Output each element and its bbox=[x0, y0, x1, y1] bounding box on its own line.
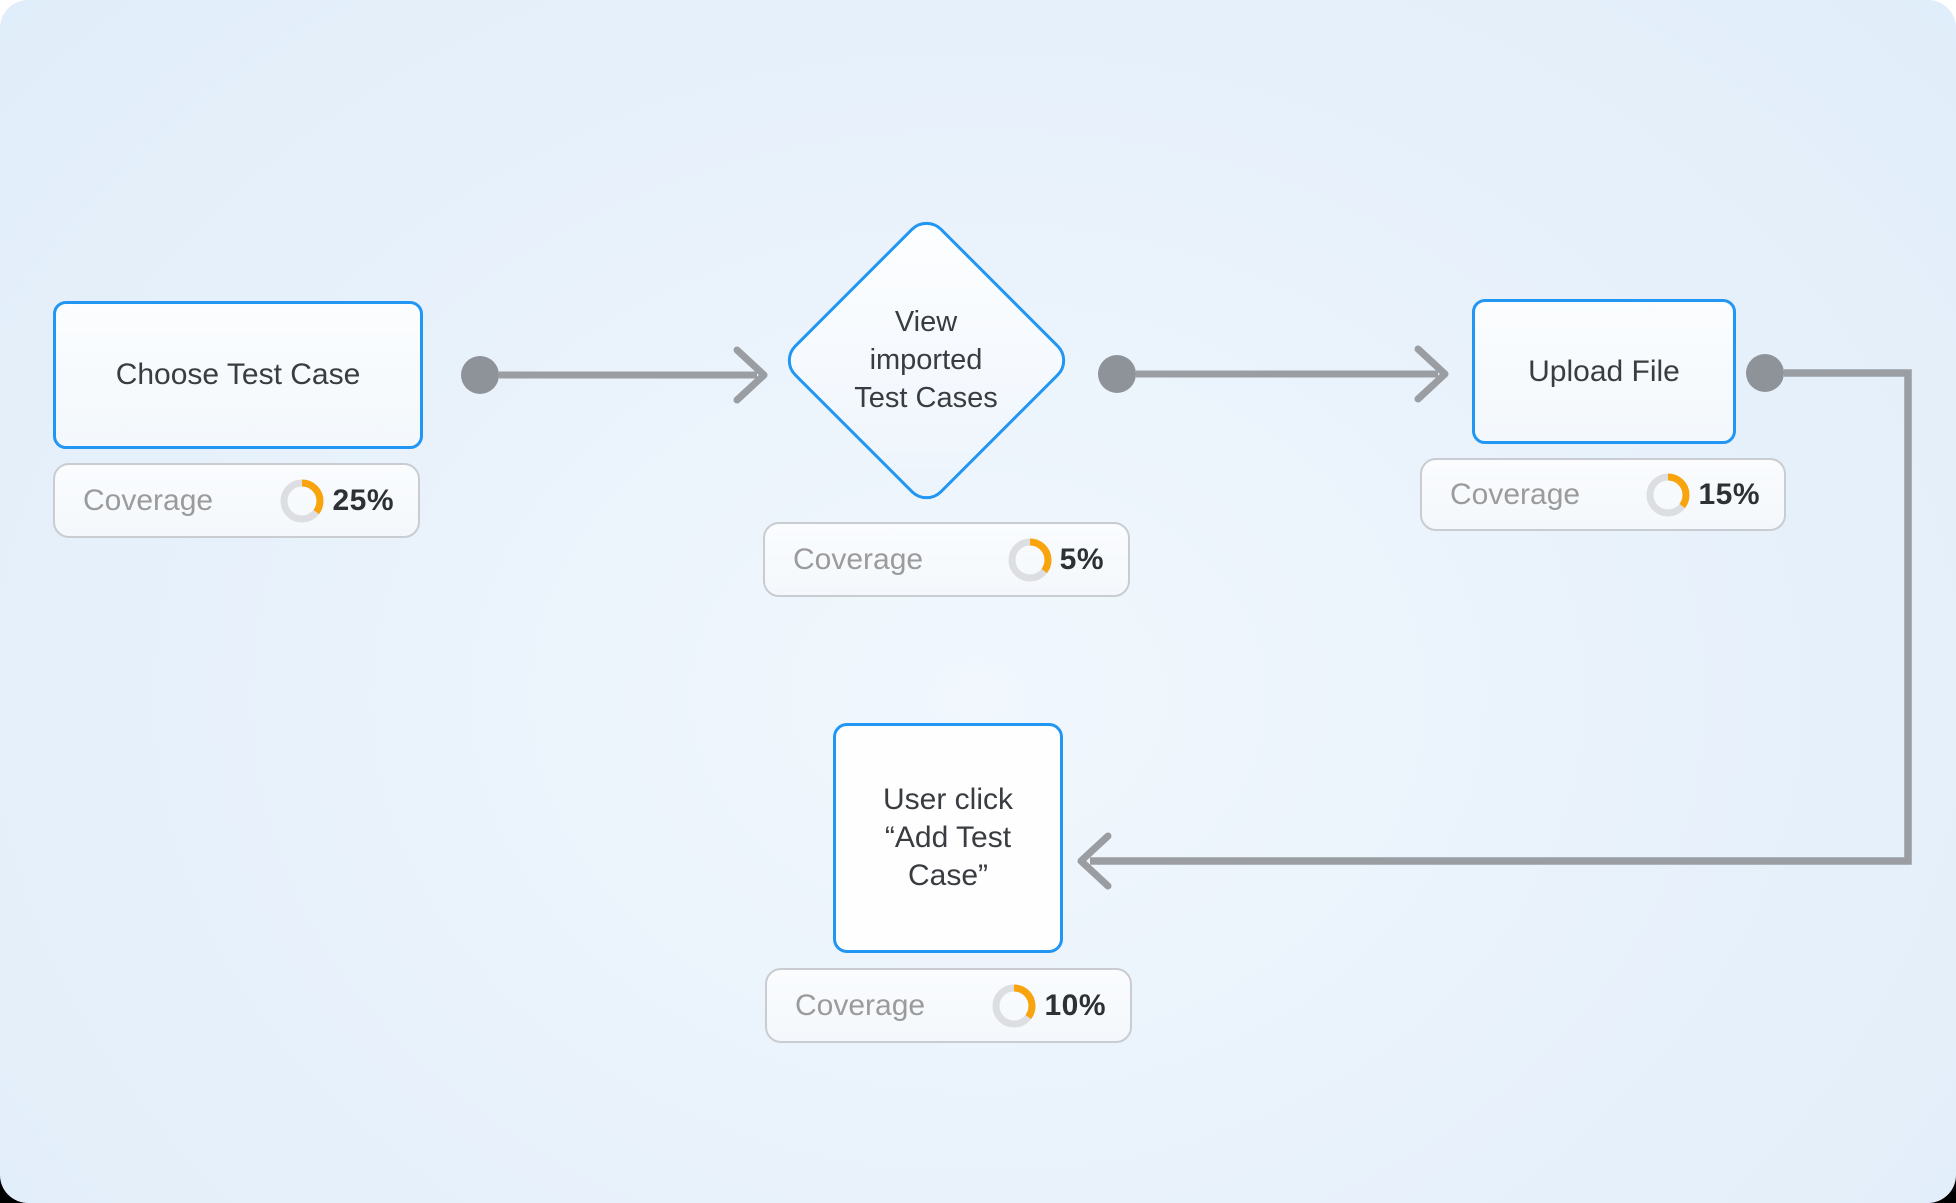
coverage-label: Coverage bbox=[793, 542, 924, 576]
coverage-progress-ring-icon bbox=[1008, 538, 1052, 581]
arrowhead-right-icon bbox=[733, 346, 768, 404]
coverage-progress-ring-icon bbox=[992, 984, 1036, 1027]
coverage-label: Coverage bbox=[795, 988, 926, 1022]
node-label: Choose Test Case bbox=[115, 358, 361, 391]
node-label-line: View bbox=[894, 306, 958, 338]
coverage-value-group: 5% bbox=[1008, 538, 1104, 582]
coverage-label: Coverage bbox=[1450, 477, 1581, 511]
node-label-line: imported bbox=[869, 344, 983, 376]
coverage-badge-choose-test-case: Coverage 25% bbox=[53, 463, 420, 538]
node-upload-file[interactable]: Upload File bbox=[1472, 299, 1736, 444]
node-user-click-add-test-case[interactable]: User click “Add Test Case” bbox=[833, 723, 1063, 953]
coverage-percent: 10% bbox=[1044, 988, 1106, 1022]
coverage-value-group: 10% bbox=[992, 984, 1106, 1028]
coverage-percent: 5% bbox=[1059, 542, 1104, 576]
node-label-line: Case” bbox=[907, 859, 988, 892]
coverage-value-group: 15% bbox=[1646, 473, 1760, 517]
coverage-progress-ring-icon bbox=[1646, 473, 1690, 516]
coverage-value-group: 25% bbox=[280, 479, 394, 523]
edge-upload-to-user-click bbox=[1077, 354, 1912, 890]
edge-choose-to-view bbox=[461, 346, 768, 404]
edge-source-dot bbox=[461, 356, 499, 394]
coverage-percent: 25% bbox=[332, 483, 394, 517]
node-label: View imported Test Cases bbox=[801, 303, 1051, 417]
node-choose-test-case[interactable]: Choose Test Case bbox=[53, 301, 423, 449]
edge-source-dot bbox=[1746, 354, 1784, 392]
coverage-progress-ring-icon bbox=[280, 479, 324, 522]
edge-source-dot bbox=[1098, 355, 1136, 393]
coverage-percent: 15% bbox=[1698, 477, 1760, 511]
coverage-label: Coverage bbox=[83, 483, 214, 517]
node-label: Upload File bbox=[1528, 354, 1680, 388]
node-label-line: “Add Test bbox=[884, 821, 1012, 854]
arrowhead-left-icon bbox=[1077, 832, 1112, 890]
node-label-line: User click bbox=[882, 783, 1013, 816]
coverage-badge-view-imported: Coverage 5% bbox=[763, 522, 1130, 597]
coverage-badge-upload-file: Coverage 15% bbox=[1420, 458, 1786, 531]
node-label: User click “Add Test Case” bbox=[883, 781, 1013, 895]
edge-view-to-upload bbox=[1098, 345, 1449, 403]
coverage-badge-user-click: Coverage 10% bbox=[765, 968, 1132, 1043]
arrowhead-right-icon bbox=[1414, 345, 1449, 403]
node-label-line: Test Cases bbox=[854, 382, 998, 414]
